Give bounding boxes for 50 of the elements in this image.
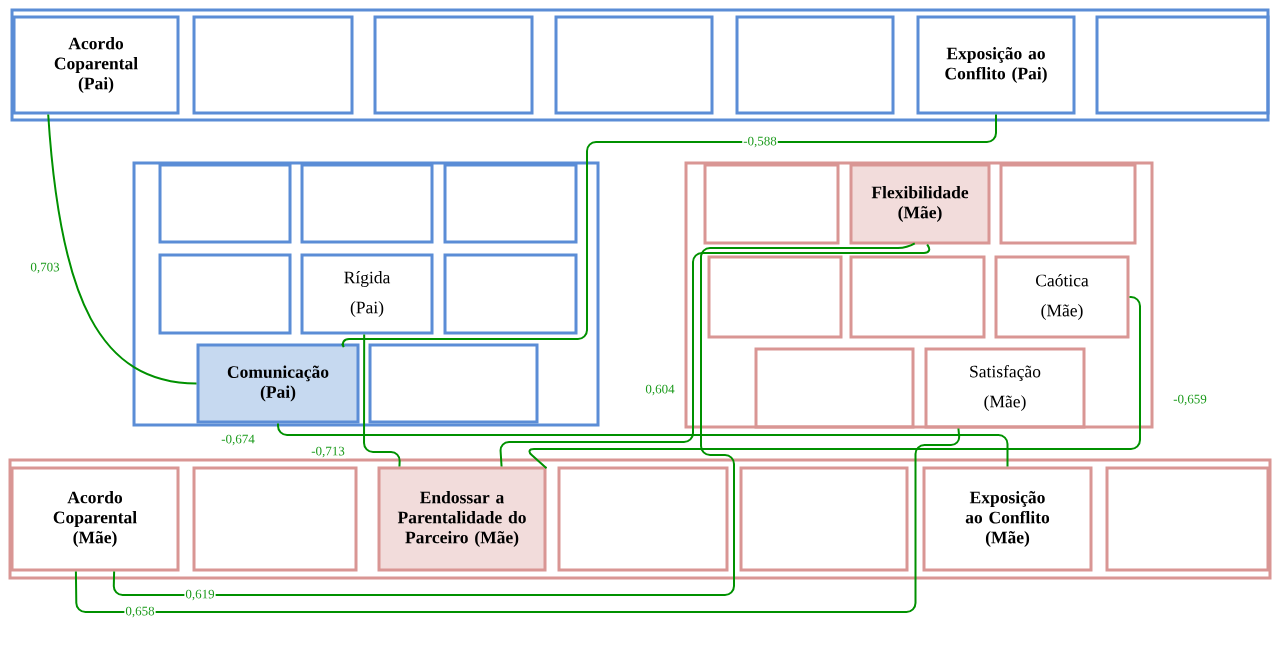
variable-box: Flexibilidade (Mãe) <box>849 163 991 245</box>
edge-label: 0,658 <box>124 605 156 619</box>
variable-box: Exposição ao Conflito (Mãe) <box>922 466 1093 572</box>
empty-box <box>443 163 578 244</box>
variable-box: Acordo Coparental (Mãe) <box>10 466 180 572</box>
empty-box <box>707 255 843 339</box>
correlation-curve <box>112 242 916 596</box>
edge-label: -0,674 <box>220 433 256 447</box>
correlation-curve <box>499 243 931 468</box>
variable-box: Rígida (Pai) <box>300 253 434 335</box>
empty-box <box>368 343 539 424</box>
variable-box: Satisfação (Mãe) <box>924 347 1086 429</box>
correlation-curve <box>277 422 1009 468</box>
empty-box <box>999 163 1137 245</box>
edge-label: 0,619 <box>184 588 216 602</box>
empty-box <box>192 466 358 572</box>
variable-box: Comunicação (Pai) <box>196 343 360 424</box>
empty-box <box>373 15 534 115</box>
edge-label: -0,659 <box>1172 393 1208 407</box>
empty-box <box>735 15 895 115</box>
variable-box: Caótica (Mãe) <box>994 255 1130 339</box>
correlation-curve <box>74 427 961 613</box>
empty-box <box>1105 466 1270 572</box>
group-frame <box>132 161 600 427</box>
empty-box <box>703 163 840 245</box>
empty-box <box>554 15 714 115</box>
variable-box: Endossar a Parentalidade do Parceiro (Mãe) <box>377 466 547 572</box>
edge-label: -0,588 <box>742 135 778 149</box>
empty-box <box>443 253 578 335</box>
empty-box <box>754 347 915 429</box>
edge-label: 0,703 <box>29 261 61 275</box>
correlation-curve <box>528 296 1141 470</box>
group-frame <box>684 161 1154 429</box>
empty-box <box>849 255 986 339</box>
empty-box <box>1095 15 1270 115</box>
group-frame <box>10 8 1270 122</box>
group-frame <box>8 458 1272 580</box>
correlation-curve <box>47 113 198 385</box>
empty-box <box>158 253 292 335</box>
variable-box: Acordo Coparental (Pai) <box>12 15 180 115</box>
variable-box: Exposição ao Conflito (Pai) <box>916 15 1076 115</box>
edge-label: 0,604 <box>644 383 676 397</box>
empty-box <box>158 163 292 244</box>
empty-box <box>192 15 354 115</box>
correlation-curve <box>341 113 997 349</box>
correlation-curve <box>363 333 401 468</box>
edge-label: -0,713 <box>310 445 346 459</box>
empty-box <box>300 163 434 244</box>
empty-box <box>739 466 909 572</box>
empty-box <box>557 466 729 572</box>
